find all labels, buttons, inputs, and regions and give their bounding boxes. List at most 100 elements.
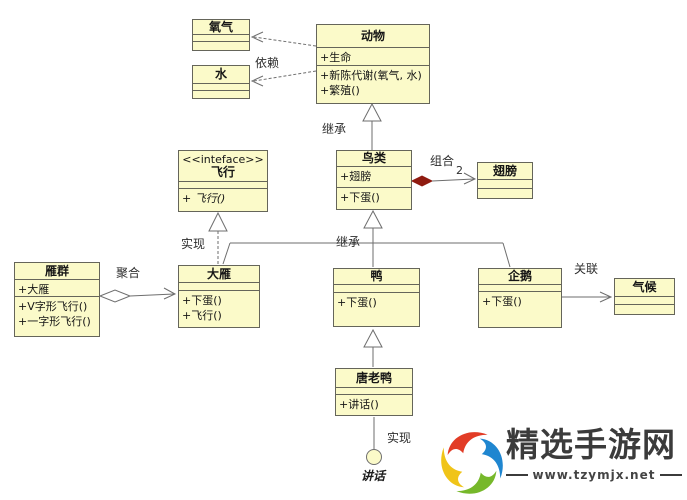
- edge-label-inherit-bottom: 继承: [336, 235, 361, 249]
- class-animal: 动物 +生命 +新陈代谢(氧气, 水) +繁殖(): [316, 24, 430, 104]
- composition-edge: [431, 178, 475, 182]
- method: +一字形飞行(): [18, 315, 91, 328]
- edge-label-realize-left: 实现: [181, 237, 206, 251]
- class-title-label: 动物: [360, 28, 385, 43]
- class-title: 水: [193, 66, 249, 84]
- method: +繁殖(): [320, 84, 360, 97]
- attribute: +翅膀: [340, 170, 372, 183]
- class-title: 雁群: [15, 263, 99, 280]
- attributes-compartment: [179, 283, 259, 291]
- class-donald-duck: 唐老鸭 +讲话(): [335, 368, 413, 416]
- methods-compartment: +下蛋(): [334, 293, 419, 326]
- attributes-compartment: [479, 285, 561, 292]
- attributes-compartment: [193, 35, 249, 42]
- attributes-compartment: [336, 388, 412, 395]
- class-wing: 翅膀: [477, 162, 533, 199]
- class-title: 唐老鸭: [336, 369, 412, 388]
- class-title-label: 翅膀: [492, 163, 517, 178]
- methods-compartment: +V字形飞行() +一字形飞行(): [15, 297, 99, 336]
- edge-label-dependency: 依赖: [255, 56, 280, 70]
- lollipop-circle: [366, 449, 382, 465]
- attributes-compartment: [334, 285, 419, 293]
- edge-label-composition: 组合: [430, 154, 455, 168]
- lollipop-interface-label: 讲话: [361, 469, 386, 483]
- dependency-edge-water: [253, 70, 317, 82]
- edge-label-inherit-top: 继承: [322, 122, 347, 136]
- pinwheel-logo-icon: [441, 432, 503, 494]
- association-arrowhead: [599, 291, 613, 303]
- watermark-site-url: www.tzymjx.net: [532, 468, 656, 482]
- interface-title: <<inteface>> 飞行: [179, 151, 267, 182]
- inheritance-branch-wildgoose: [222, 242, 231, 265]
- composition-arrowhead: [463, 172, 477, 185]
- method: +飞行(): [182, 309, 222, 322]
- inheritance-triangle-duck: [363, 328, 383, 348]
- attributes-compartment: [478, 180, 532, 189]
- method: +讲话(): [339, 398, 379, 411]
- method: +下蛋(): [337, 296, 377, 309]
- methods-compartment: [193, 42, 249, 50]
- inheritance-branch-penguin: [502, 242, 511, 268]
- edge-label-aggregation: 聚合: [116, 266, 141, 280]
- edge-label-multiplicity: 2: [456, 164, 463, 177]
- aggregation-arrowhead: [163, 287, 177, 300]
- dependency-arrowhead-water: [250, 75, 264, 87]
- class-wild-goose: 大雁 +下蛋() +飞行(): [178, 265, 260, 328]
- watermark-rule-left: [506, 474, 528, 476]
- methods-compartment: [615, 305, 674, 314]
- method: +下蛋(): [340, 191, 380, 204]
- attributes-compartment: [193, 84, 249, 91]
- attributes-compartment: +大雁: [15, 280, 99, 297]
- inheritance-triangle-animal: [362, 102, 382, 122]
- attributes-compartment: +翅膀: [337, 167, 411, 188]
- watermark-url-row: www.tzymjx.net: [506, 468, 682, 482]
- dependency-arrowhead-oxygen: [250, 31, 264, 43]
- methods-compartment: +下蛋(): [337, 188, 411, 209]
- watermark-rule-right: [660, 474, 682, 476]
- stereotype-label: <<inteface>>: [182, 153, 264, 166]
- class-title-label: 水: [214, 67, 227, 81]
- methods-compartment: +讲话(): [336, 395, 412, 415]
- class-title-label: 大雁: [206, 266, 231, 281]
- class-bird: 鸟类 +翅膀 +下蛋(): [336, 150, 412, 210]
- class-goose-flock: 雁群 +大雁 +V字形飞行() +一字形飞行(): [14, 262, 100, 337]
- method: +下蛋(): [182, 294, 222, 307]
- methods-compartment: [478, 189, 532, 198]
- class-title-label: 鸟类: [361, 151, 386, 165]
- class-title-label: 雁群: [44, 263, 69, 278]
- class-climate: 气候: [614, 278, 675, 315]
- class-title: 鸟类: [337, 151, 411, 167]
- class-oxygen: 氧气: [192, 19, 250, 51]
- method: +新陈代谢(氧气, 水): [320, 69, 422, 82]
- class-water: 水: [192, 65, 250, 99]
- class-title-label: 唐老鸭: [355, 370, 392, 385]
- methods-compartment: +下蛋() +飞行(): [179, 291, 259, 327]
- class-penguin: 企鹅 +下蛋(): [478, 268, 562, 328]
- inheritance-triangle-bird: [363, 209, 383, 229]
- watermark: 精选手游网 www.tzymjx.net: [440, 424, 685, 498]
- dependency-edge-oxygen: [253, 36, 317, 47]
- edge-label-realize-bottom: 实现: [387, 431, 412, 445]
- class-title: 动物: [317, 25, 429, 48]
- attribute: +大雁: [18, 283, 50, 296]
- watermark-site-name: 精选手游网: [506, 425, 676, 464]
- class-duck: 鸭 +下蛋(): [333, 268, 420, 327]
- attributes-compartment: [179, 182, 267, 189]
- abstract-method: + 飞行(): [182, 192, 226, 205]
- attribute: +生命: [320, 51, 352, 64]
- class-title-label: 气候: [632, 280, 657, 294]
- composition-diamond: [410, 175, 434, 187]
- methods-compartment: + 飞行(): [179, 189, 267, 211]
- class-title-label: 企鹅: [507, 269, 532, 283]
- attributes-compartment: [615, 297, 674, 305]
- interface-fly: <<inteface>> 飞行 + 飞行(): [178, 150, 268, 212]
- class-title: 企鹅: [479, 269, 561, 285]
- class-title-label: 鸭: [370, 269, 383, 283]
- class-title: 翅膀: [478, 163, 532, 180]
- watermark-text: 精选手游网 www.tzymjx.net: [506, 424, 682, 482]
- class-title-label: 氧气: [208, 19, 233, 34]
- methods-compartment: [193, 91, 249, 98]
- aggregation-edge: [129, 293, 175, 297]
